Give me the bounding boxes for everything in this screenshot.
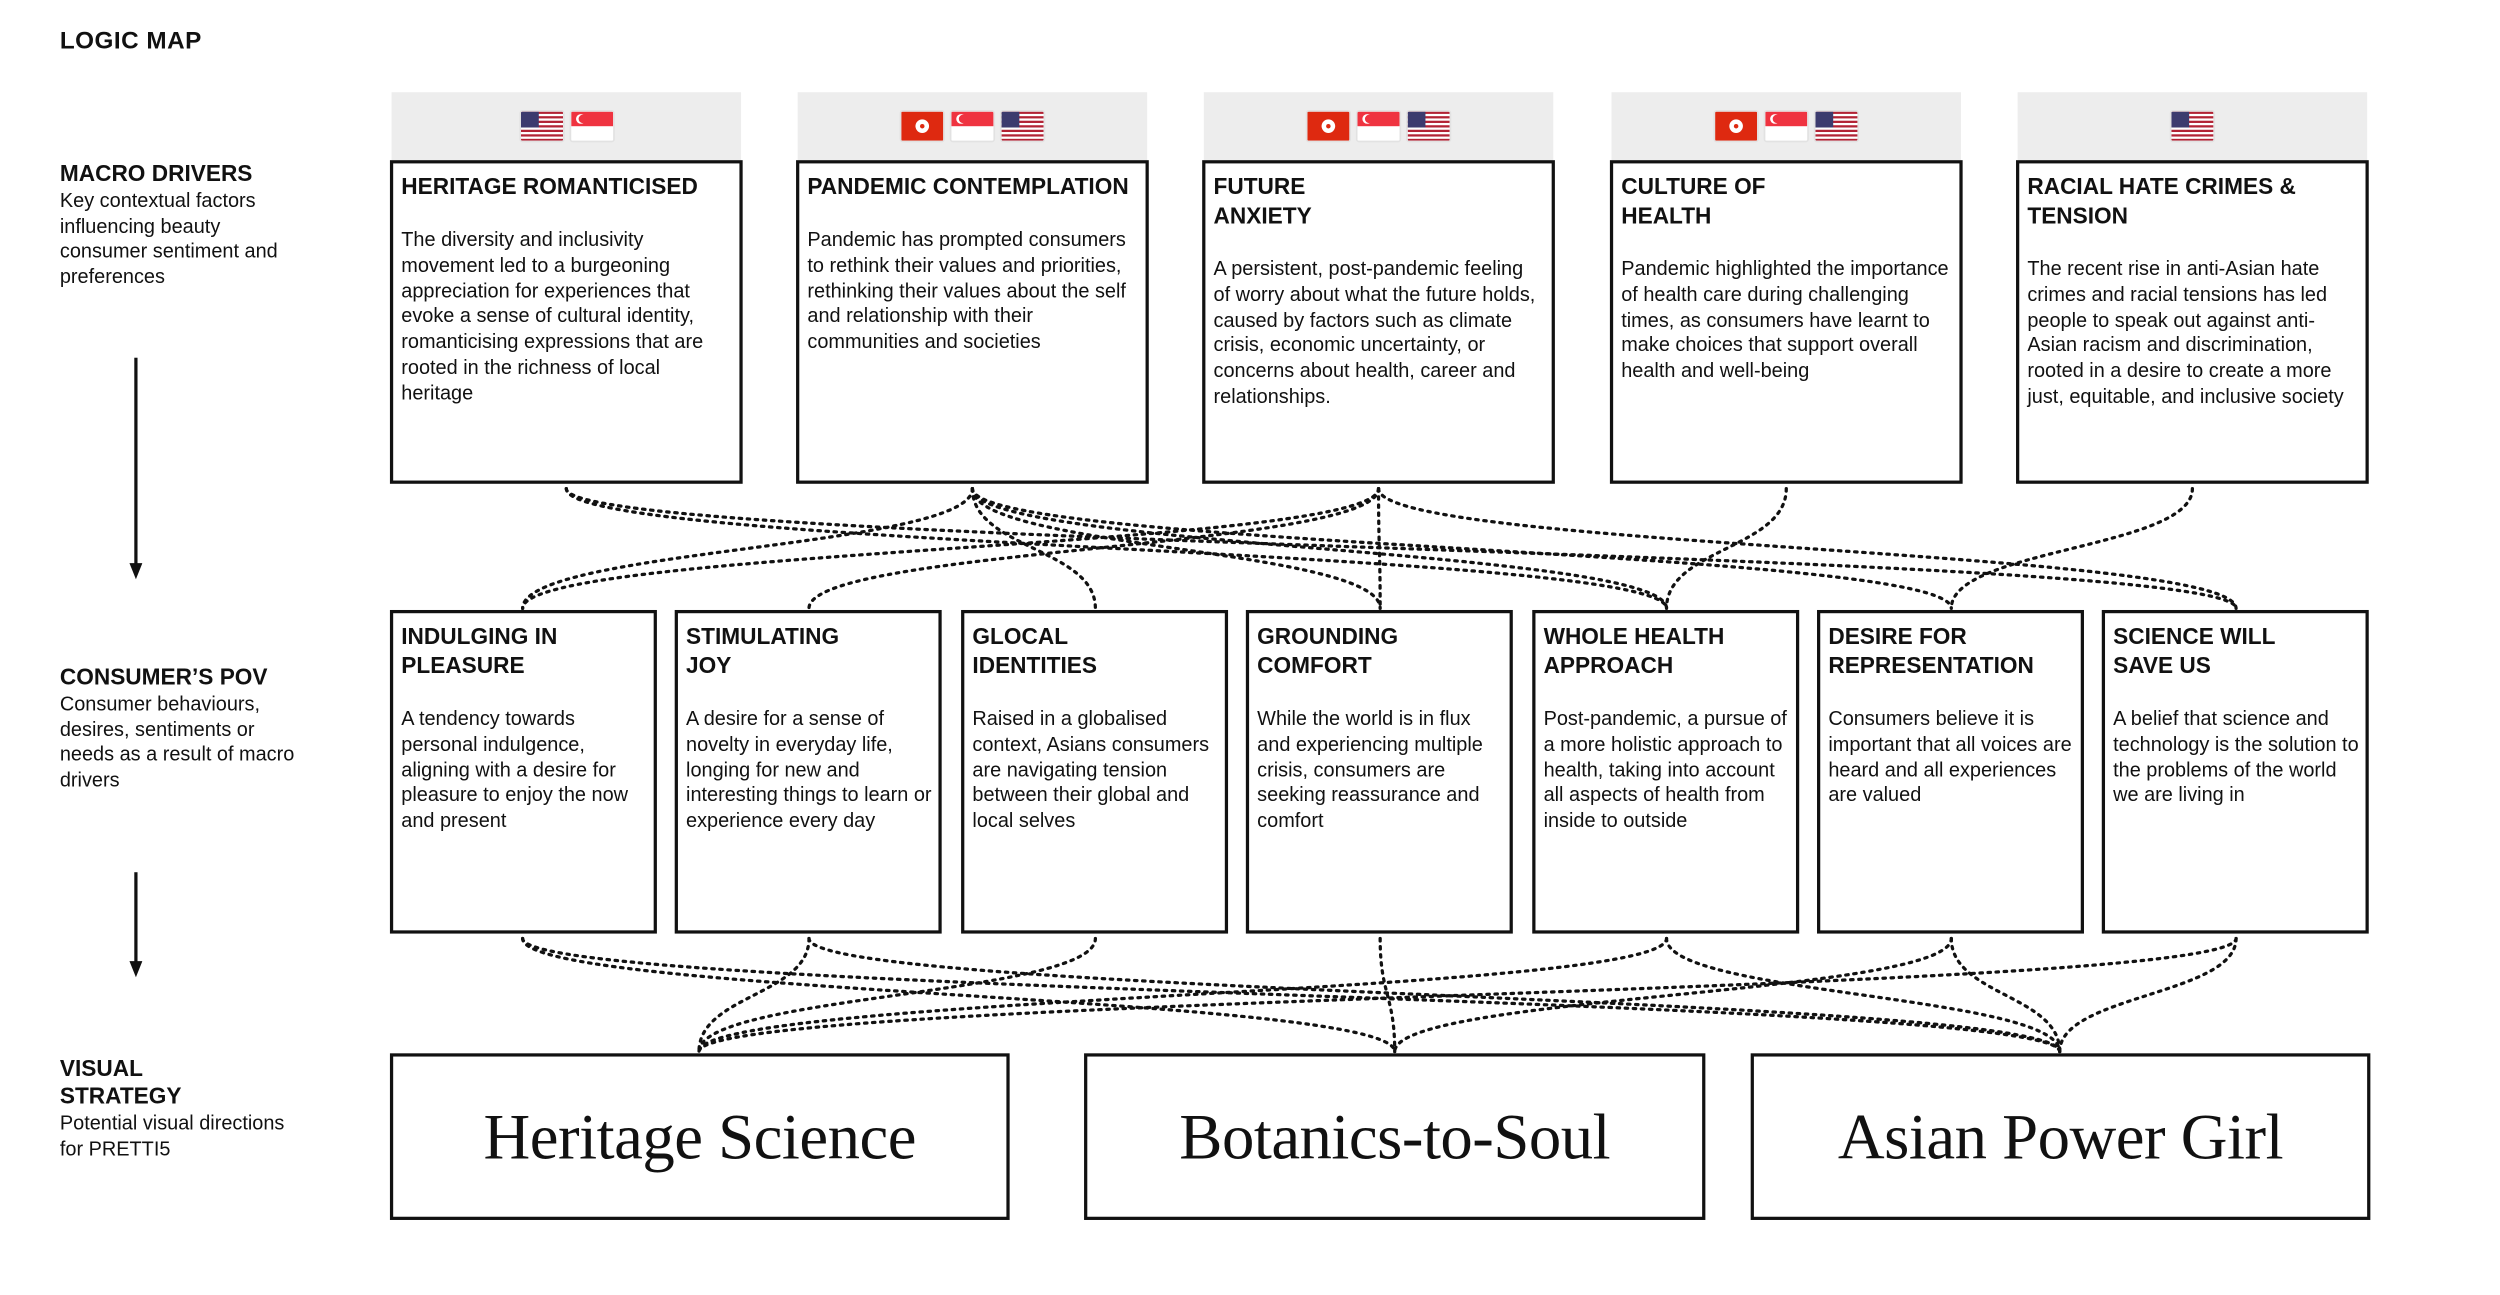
- connector-pov-strategy: [520, 936, 1397, 1054]
- row-heading: VISUAL STRATEGY: [59, 1054, 182, 1109]
- card-body: Post-pandemic, a pursue of a more holist…: [1543, 707, 1787, 832]
- card-title: RACIAL HATE CRIMES & TENSION: [2027, 173, 2296, 229]
- connector-pov-strategy: [1393, 936, 1953, 1054]
- card-title: GLOCAL IDENTITIES: [972, 622, 1098, 678]
- connector-pov-strategy: [520, 936, 2062, 1054]
- card-title: INDULGING IN PLEASURE: [401, 622, 558, 678]
- driver-card-heritage-romanticised: HERITAGE ROMANTICISED The diversity and …: [389, 160, 743, 484]
- connector-driver-pov: [970, 487, 1382, 610]
- card-title: WHOLE HEALTH APPROACH: [1543, 622, 1725, 678]
- connector-driver-pov: [1376, 487, 1382, 610]
- pov-card-stimulating-joy: STIMULATING JOY A desire for a sense of …: [674, 609, 942, 934]
- sg-flag-icon: [949, 110, 996, 143]
- flag-bar: [391, 92, 742, 161]
- arrow-down-icon: [129, 357, 143, 580]
- card-body: While the world is in flux and experienc…: [1257, 707, 1483, 832]
- connector-driver-pov: [1376, 487, 2238, 610]
- row-label-consumer-pov: CONSUMER’S POV Consumer behaviours, desi…: [60, 663, 303, 793]
- card-title: HERITAGE ROMANTICISED: [401, 173, 698, 200]
- driver-card-racial-hate-crimes: RACIAL HATE CRIMES & TENSION The recent …: [2016, 160, 2369, 484]
- connector-pov-strategy: [1664, 936, 2062, 1054]
- pov-card-glocal-identities: GLOCAL IDENTITIES Raised in a globalised…: [961, 609, 1229, 934]
- connector-driver-pov: [520, 487, 975, 610]
- connector-driver-pov: [807, 487, 1381, 610]
- card-title: GROUNDING COMFORT: [1257, 622, 1399, 678]
- connector-driver-pov: [1664, 487, 1788, 610]
- sg-flag-icon: [1763, 110, 1809, 143]
- card-title: STIMULATING JOY: [686, 622, 840, 678]
- card-body: Pandemic highlighted the importance of h…: [1621, 257, 1949, 383]
- connector-driver-pov: [1949, 487, 2195, 610]
- connector-pov-strategy: [1378, 936, 1397, 1054]
- pov-card-indulging-in-pleasure: INDULGING IN PLEASURE A tendency towards…: [389, 609, 657, 934]
- connector-driver-pov: [970, 487, 1669, 610]
- card-body: A belief that science and technology is …: [2113, 707, 2359, 807]
- card-body: Raised in a globalised context, Asians c…: [972, 707, 1210, 832]
- connector-driver-pov: [564, 487, 1669, 610]
- sg-flag-icon: [1355, 110, 1402, 143]
- flag-bar: [2017, 92, 2368, 161]
- card-title: FUTURE ANXIETY: [1213, 173, 1312, 229]
- connector-driver-pov: [564, 487, 2238, 610]
- strategy-heritage-science: Heritage Science: [389, 1053, 1010, 1220]
- driver-card-culture-of-health: CULTURE OF HEALTH Pandemic highlighted t…: [1609, 160, 1963, 484]
- us-flag-icon: [1406, 110, 1452, 143]
- card-body: The diversity and inclusivity movement l…: [401, 228, 704, 405]
- page-title: LOGIC MAP: [59, 27, 202, 56]
- card-body: Pandemic has prompted consumers to rethi…: [807, 228, 1126, 354]
- card-body: The recent rise in anti-Asian hate crime…: [2027, 257, 2344, 408]
- card-title: SCIENCE WILL SAVE US: [2113, 622, 2276, 678]
- row-description: Potential visual directions for PRETTI5: [59, 1111, 285, 1160]
- card-title: DESIRE FOR REPRESENTATION: [1828, 622, 2034, 678]
- card-title: PANDEMIC CONTEMPLATION: [807, 173, 1129, 200]
- driver-card-future-anxiety: FUTURE ANXIETY A persistent, post-pandem…: [1202, 160, 1555, 484]
- us-flag-icon: [518, 110, 564, 143]
- card-body: A persistent, post-pandemic feeling of w…: [1213, 257, 1536, 408]
- row-label-visual-strategy: VISUAL STRATEGY Potential visual directi…: [60, 1055, 303, 1162]
- row-description: Key contextual factors influencing beaut…: [59, 189, 278, 288]
- connector-driver-pov: [970, 487, 1953, 610]
- pov-card-grounding-comfort: GROUNDING COMFORT While the world is in …: [1245, 609, 1513, 934]
- flag-bar: [1611, 92, 1962, 161]
- us-flag-icon: [999, 110, 1046, 143]
- row-heading: CONSUMER’S POV: [59, 663, 268, 690]
- pov-card-science-will-save-us: SCIENCE WILL SAVE US A belief that scien…: [2101, 609, 2369, 934]
- us-flag-icon: [2169, 110, 2216, 143]
- strategy-botanics-to-soul: Botanics-to-Soul: [1084, 1053, 1706, 1220]
- row-label-macro-drivers: MACRO DRIVERS Key contextual factors inf…: [60, 160, 303, 290]
- connector-pov-strategy: [697, 936, 2238, 1054]
- connector-pov-strategy: [2058, 936, 2238, 1054]
- strategy-asian-power-girl: Asian Power Girl: [1750, 1053, 2371, 1220]
- connector-pov-strategy: [1949, 936, 2062, 1054]
- pov-card-whole-health-approach: WHOLE HEALTH APPROACH Post-pandemic, a p…: [1532, 609, 1800, 934]
- driver-card-pandemic-contemplation: PANDEMIC CONTEMPLATION Pandemic has prom…: [796, 160, 1149, 484]
- card-body: Consumers believe it is important that a…: [1828, 707, 2072, 807]
- connector-pov-strategy: [697, 936, 1098, 1054]
- sg-flag-icon: [568, 110, 615, 143]
- card-title: CULTURE OF HEALTH: [1621, 173, 1766, 229]
- flag-bar: [1203, 92, 1554, 161]
- row-heading: MACRO DRIVERS: [59, 160, 253, 187]
- hk-flag-icon: [1305, 110, 1352, 143]
- flag-bar: [797, 92, 1148, 161]
- card-body: A tendency towards personal indulgence, …: [401, 707, 629, 832]
- us-flag-icon: [1813, 110, 1860, 143]
- connector-driver-pov: [520, 487, 1381, 610]
- hk-flag-icon: [899, 110, 945, 143]
- arrow-down-icon: [129, 872, 143, 978]
- hk-flag-icon: [1713, 110, 1759, 143]
- connector-pov-strategy: [807, 936, 2062, 1054]
- card-body: A desire for a sense of novelty in every…: [686, 707, 932, 832]
- row-description: Consumer behaviours, desires, sentiments…: [59, 692, 295, 791]
- connector-pov-strategy: [697, 936, 811, 1054]
- pov-card-desire-for-representation: DESIRE FOR REPRESENTATION Consumers beli…: [1817, 609, 2084, 934]
- connector-driver-pov: [970, 487, 1098, 610]
